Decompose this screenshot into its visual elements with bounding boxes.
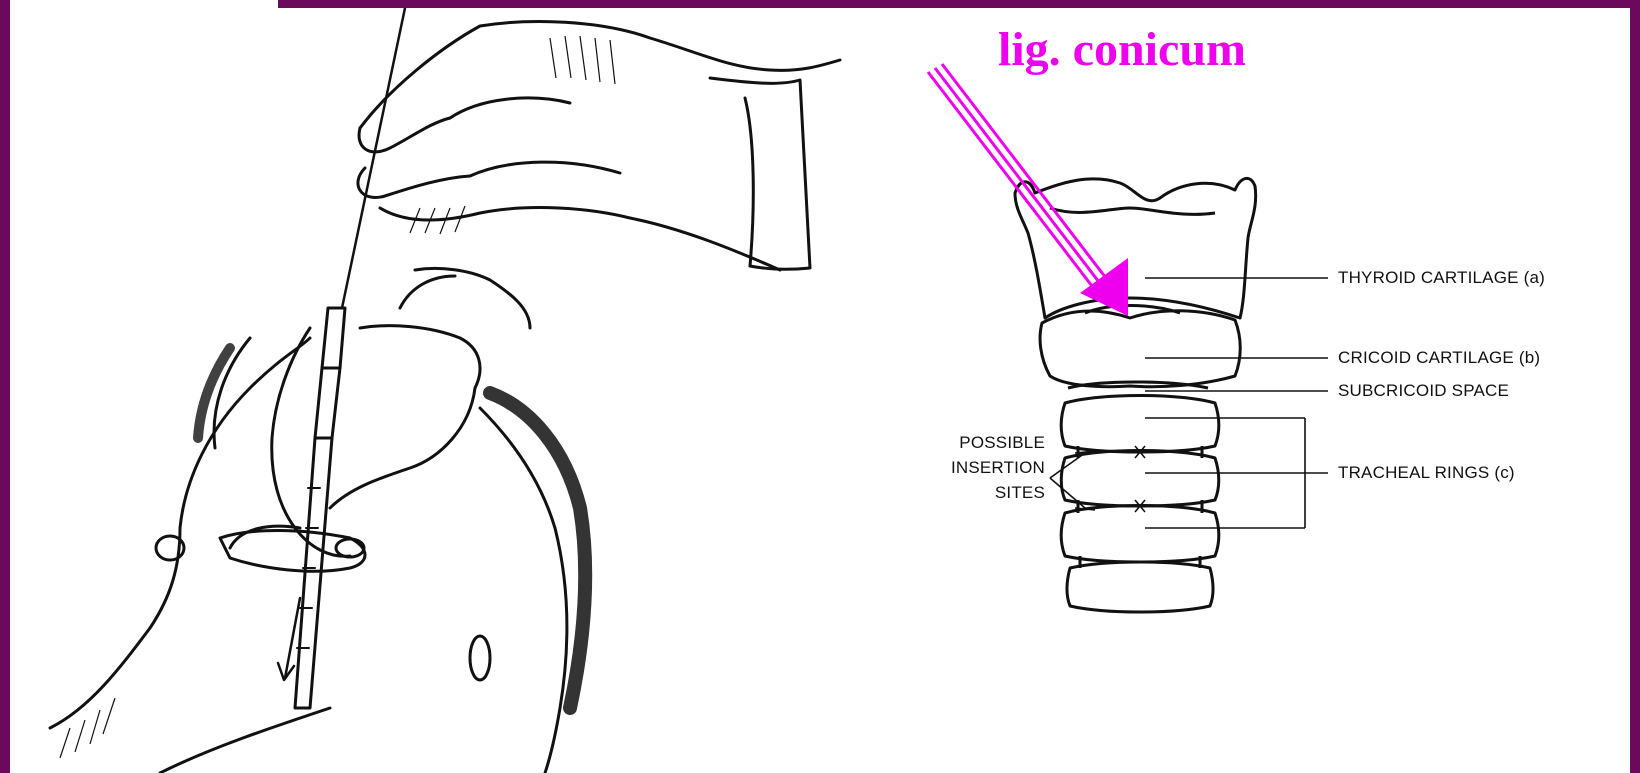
tracheal-ring-4	[1067, 562, 1213, 612]
slide-canvas: lig. conicum THYROID CARTILAGE (a) CRICO…	[10, 8, 1630, 773]
thyroid-cartilage-shape	[1015, 178, 1256, 318]
label-insertion-line-3: SITES	[915, 483, 1045, 503]
label-insertion-line-1: POSSIBLE	[915, 433, 1045, 453]
label-subcricoid-space: SUBCRICOID SPACE	[1338, 381, 1509, 401]
label-tracheal-rings: TRACHEAL RINGS (c)	[1338, 463, 1515, 483]
tracheal-ring-2	[1061, 451, 1219, 507]
label-insertion-line-2: INSERTION	[915, 458, 1045, 478]
cricoid-cartilage-shape	[1040, 311, 1240, 387]
label-cricoid-cartilage: CRICOID CARTILAGE (b)	[1338, 348, 1540, 368]
lig-conicum-callout: lig. conicum	[998, 22, 1246, 77]
tracheal-ring-3	[1061, 506, 1219, 563]
label-thyroid-cartilage: THYROID CARTILAGE (a)	[1338, 268, 1545, 288]
slide-title-tab	[10, 0, 278, 10]
tracheal-ring-1	[1061, 396, 1219, 453]
conicum-pointer-arrow	[928, 64, 1109, 290]
